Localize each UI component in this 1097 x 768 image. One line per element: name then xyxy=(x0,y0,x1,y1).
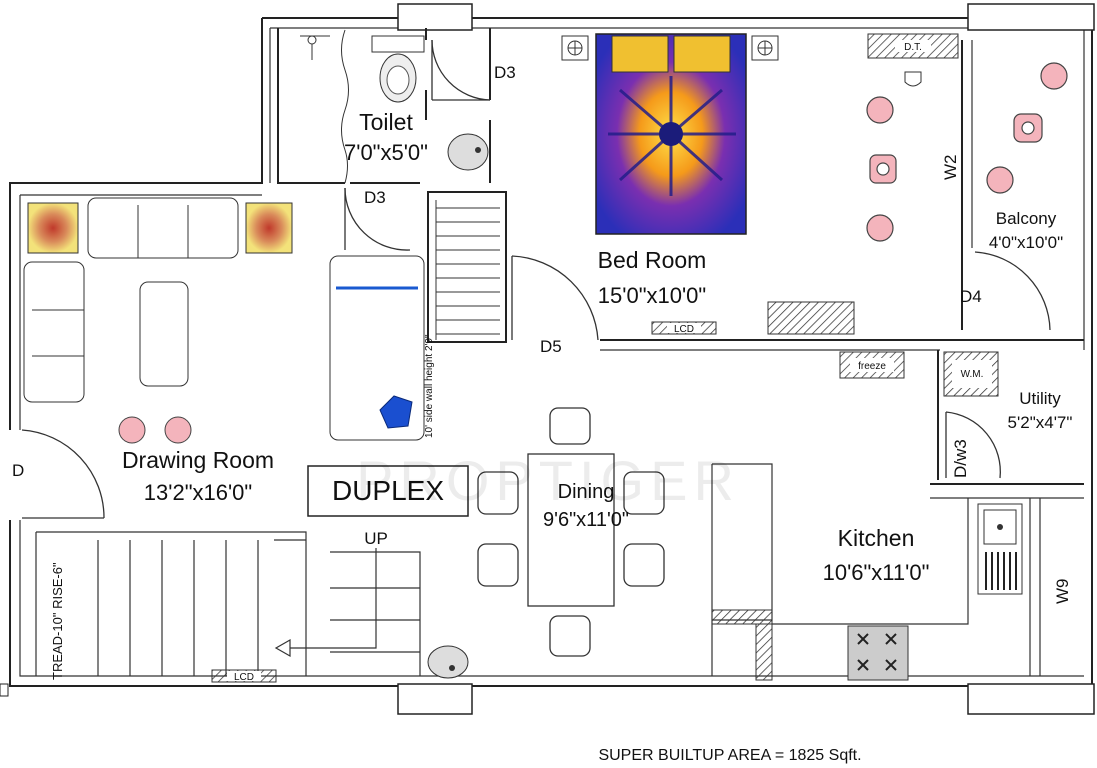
kitchen-label: Kitchen 10'6"x11'0" xyxy=(823,525,930,585)
duplex-text: DUPLEX xyxy=(332,475,444,506)
dt-label: D.T. xyxy=(904,42,922,53)
refrigerator: freeze xyxy=(839,351,905,379)
washing-machine: W.M. xyxy=(943,351,999,397)
door-swings xyxy=(21,39,1051,519)
bedroom-lcd: LCD xyxy=(651,321,717,335)
dining-label: Dining 9'6"x11'0" xyxy=(543,481,629,531)
lcd-stair-label: LCD xyxy=(234,672,254,683)
balcony-chairs xyxy=(986,62,1068,194)
toilet-size: 7'0"x5'0" xyxy=(344,140,428,165)
watermark: PROPTIGER xyxy=(356,449,740,512)
drawing-label: Drawing Room 13'2"x16'0" xyxy=(122,447,274,505)
balcony-label: Balcony 4'0"x10'0" xyxy=(989,209,1063,252)
toilet-name: Toilet xyxy=(359,109,413,135)
door-dw3: D/w3 xyxy=(951,439,970,478)
toilet-fixtures xyxy=(300,29,489,184)
tread-rise-label: TREAD-10" RISE-6" xyxy=(50,562,65,680)
dining-size: 9'6"x11'0" xyxy=(543,509,629,531)
freeze-label: freeze xyxy=(858,361,886,372)
bedroom-name: Bed Room xyxy=(598,247,707,273)
door-d5: D5 xyxy=(540,337,562,356)
wall-note-text: 10' side wall height 2'9" xyxy=(424,334,435,438)
balcony-size: 4'0"x10'0" xyxy=(989,233,1063,252)
wall-note: 10' side wall height 2'9" xyxy=(424,334,435,438)
kitchen-sink xyxy=(977,503,1023,595)
utility-name: Utility xyxy=(1019,389,1061,408)
kitchen-size: 10'6"x11'0" xyxy=(823,560,930,585)
stair-up-label: UP xyxy=(364,529,388,548)
window-w9: W9 xyxy=(1053,579,1072,605)
cooktop xyxy=(847,625,909,681)
balcony-name: Balcony xyxy=(996,209,1057,228)
window-labels: W2 W9 xyxy=(941,155,1072,605)
wash-basin xyxy=(427,645,469,679)
door-d: D xyxy=(12,461,24,480)
bedroom-label: Bed Room 15'0"x10'0" xyxy=(598,247,707,308)
dining-name: Dining xyxy=(558,481,615,503)
drawing-name: Drawing Room xyxy=(122,447,274,473)
stair-lcd: LCD xyxy=(211,669,277,683)
utility-size: 5'2"x4'7" xyxy=(1008,413,1073,432)
drawing-size: 13'2"x16'0" xyxy=(144,480,252,505)
drawing-room-furniture xyxy=(23,197,293,444)
kitchen-name: Kitchen xyxy=(838,525,915,551)
lcd-bed-label: LCD xyxy=(674,324,694,335)
bed xyxy=(595,33,747,235)
nightstand-right xyxy=(751,35,779,61)
utility-label: Utility 5'2"x4'7" xyxy=(1008,389,1073,432)
staircase xyxy=(35,531,421,676)
wm-label: W.M. xyxy=(961,369,984,380)
duplex-banner: DUPLEX xyxy=(307,465,469,517)
outer-walls xyxy=(0,3,1095,715)
door-labels: D3 D3 D4 D5 D D/w3 xyxy=(12,63,982,480)
wardrobe xyxy=(767,301,855,335)
drawing-sofa-right xyxy=(329,255,425,441)
door-d3-top: D3 xyxy=(494,63,516,82)
door-d4: D4 xyxy=(960,287,982,306)
window-w2: W2 xyxy=(941,155,960,181)
nightstand-left xyxy=(561,35,589,61)
bedroom-chairs xyxy=(866,96,897,242)
dressing-table: D.T. xyxy=(867,33,959,87)
interior-walls xyxy=(6,28,1084,681)
dining-table xyxy=(477,407,665,657)
toilet-label: Toilet 7'0"x5'0" xyxy=(344,109,428,165)
bedroom-size: 15'0"x10'0" xyxy=(598,283,706,308)
area-footer: SUPER BUILTUP AREA = 1825 Sqft. xyxy=(598,747,861,764)
door-d3-left: D3 xyxy=(364,188,386,207)
